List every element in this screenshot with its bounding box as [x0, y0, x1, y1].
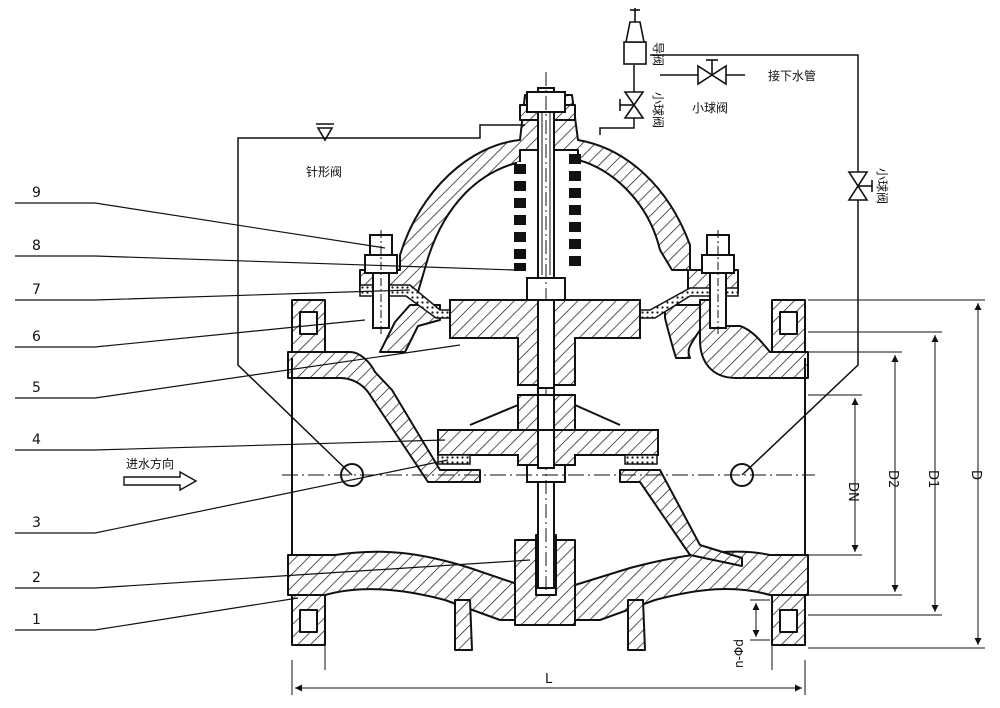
- inflow-arrow-icon: [123, 470, 198, 492]
- dim-bolt-holes: n-Φd: [732, 639, 746, 668]
- part-number-6: 6: [32, 329, 41, 345]
- dimension-lines: [291, 299, 985, 695]
- pilot-valve-symbol: [623, 8, 647, 65]
- spring-coils-left: [514, 164, 526, 271]
- right-foot: [627, 599, 646, 651]
- ball-valve-v2-symbol: [847, 171, 873, 201]
- seat-seals: [437, 454, 658, 465]
- small-ball-valve-v1-label: 小球阀: [651, 92, 665, 128]
- ball-valve-v1-symbol: [619, 91, 645, 119]
- part-number-8: 8: [32, 238, 41, 254]
- diaphragm-plate: [449, 299, 641, 389]
- part-number-1: 1: [32, 612, 41, 628]
- small-ball-valve-h-label: 小球阀: [692, 101, 728, 115]
- spring: [514, 154, 581, 272]
- dim-d: D: [968, 470, 983, 480]
- spring-coils-right: [569, 154, 581, 266]
- pilot-valve-label: 导阀: [651, 42, 665, 66]
- cover-bolt-left: [364, 230, 398, 335]
- part-numbers: 9 8 7 6 5 4 3 2 1: [32, 185, 41, 628]
- needle-valve-label: 针形阀: [306, 164, 342, 179]
- inflow-direction-label: 进水方向: [126, 456, 174, 471]
- part-number-4: 4: [32, 432, 41, 448]
- leader-lines: [15, 202, 531, 631]
- dim-d2: D2: [885, 470, 900, 488]
- small-ball-valve-v2-label: 小球阀: [875, 168, 889, 204]
- left-foot: [454, 599, 473, 651]
- dim-d1: D1: [925, 470, 940, 488]
- part-number-3: 3: [32, 515, 41, 531]
- valve-body: [287, 299, 809, 670]
- inflow-direction: 进水方向: [123, 456, 198, 492]
- part-number-5: 5: [32, 380, 41, 396]
- drain-pipe-label: 接下水管: [768, 68, 816, 83]
- part-number-2: 2: [32, 570, 41, 586]
- cover-bolt-right: [701, 230, 735, 335]
- dim-l: L: [545, 672, 553, 687]
- ball-valve-h-symbol: [697, 59, 727, 86]
- dim-dn: DN: [845, 482, 860, 502]
- part-number-9: 9: [32, 185, 41, 201]
- guide-sleeve: [469, 394, 621, 432]
- part-number-7: 7: [32, 282, 41, 298]
- needle-valve-symbol: [316, 123, 334, 142]
- dimension-labels: DN D2 D1 D L n-Φd: [545, 470, 983, 687]
